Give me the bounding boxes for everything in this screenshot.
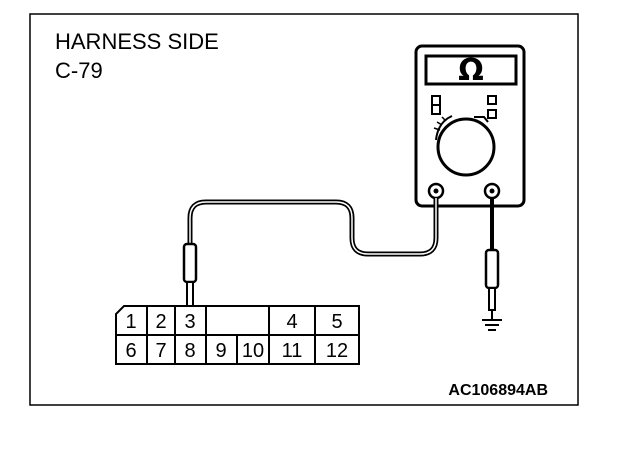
pin-label: 5 — [331, 311, 342, 333]
title-connector-id: C-79 — [55, 58, 103, 83]
ground-icon — [482, 310, 502, 331]
pin-label: 8 — [184, 340, 195, 362]
pin-label: 3 — [184, 311, 195, 333]
dial-icon — [436, 117, 496, 177]
pin-label: 12 — [326, 340, 348, 362]
pin-label: 4 — [286, 311, 297, 333]
pin-label: 10 — [242, 340, 264, 362]
title-harness-side: HARNESS SIDE — [55, 29, 219, 54]
ohmmeter-icon: Ω — [414, 44, 526, 208]
ohm-symbol: Ω — [458, 53, 484, 88]
pin-label: 7 — [155, 340, 166, 362]
pin-label: 9 — [215, 340, 226, 362]
figure-code: AC106894AB — [448, 382, 548, 399]
ground-probe-icon — [484, 248, 500, 311]
pin-label: 6 — [125, 340, 136, 362]
pin-label: 11 — [282, 340, 303, 362]
pin-label: 2 — [155, 311, 166, 333]
connector-icon — [115, 305, 360, 365]
pin-label: 1 — [125, 311, 136, 333]
